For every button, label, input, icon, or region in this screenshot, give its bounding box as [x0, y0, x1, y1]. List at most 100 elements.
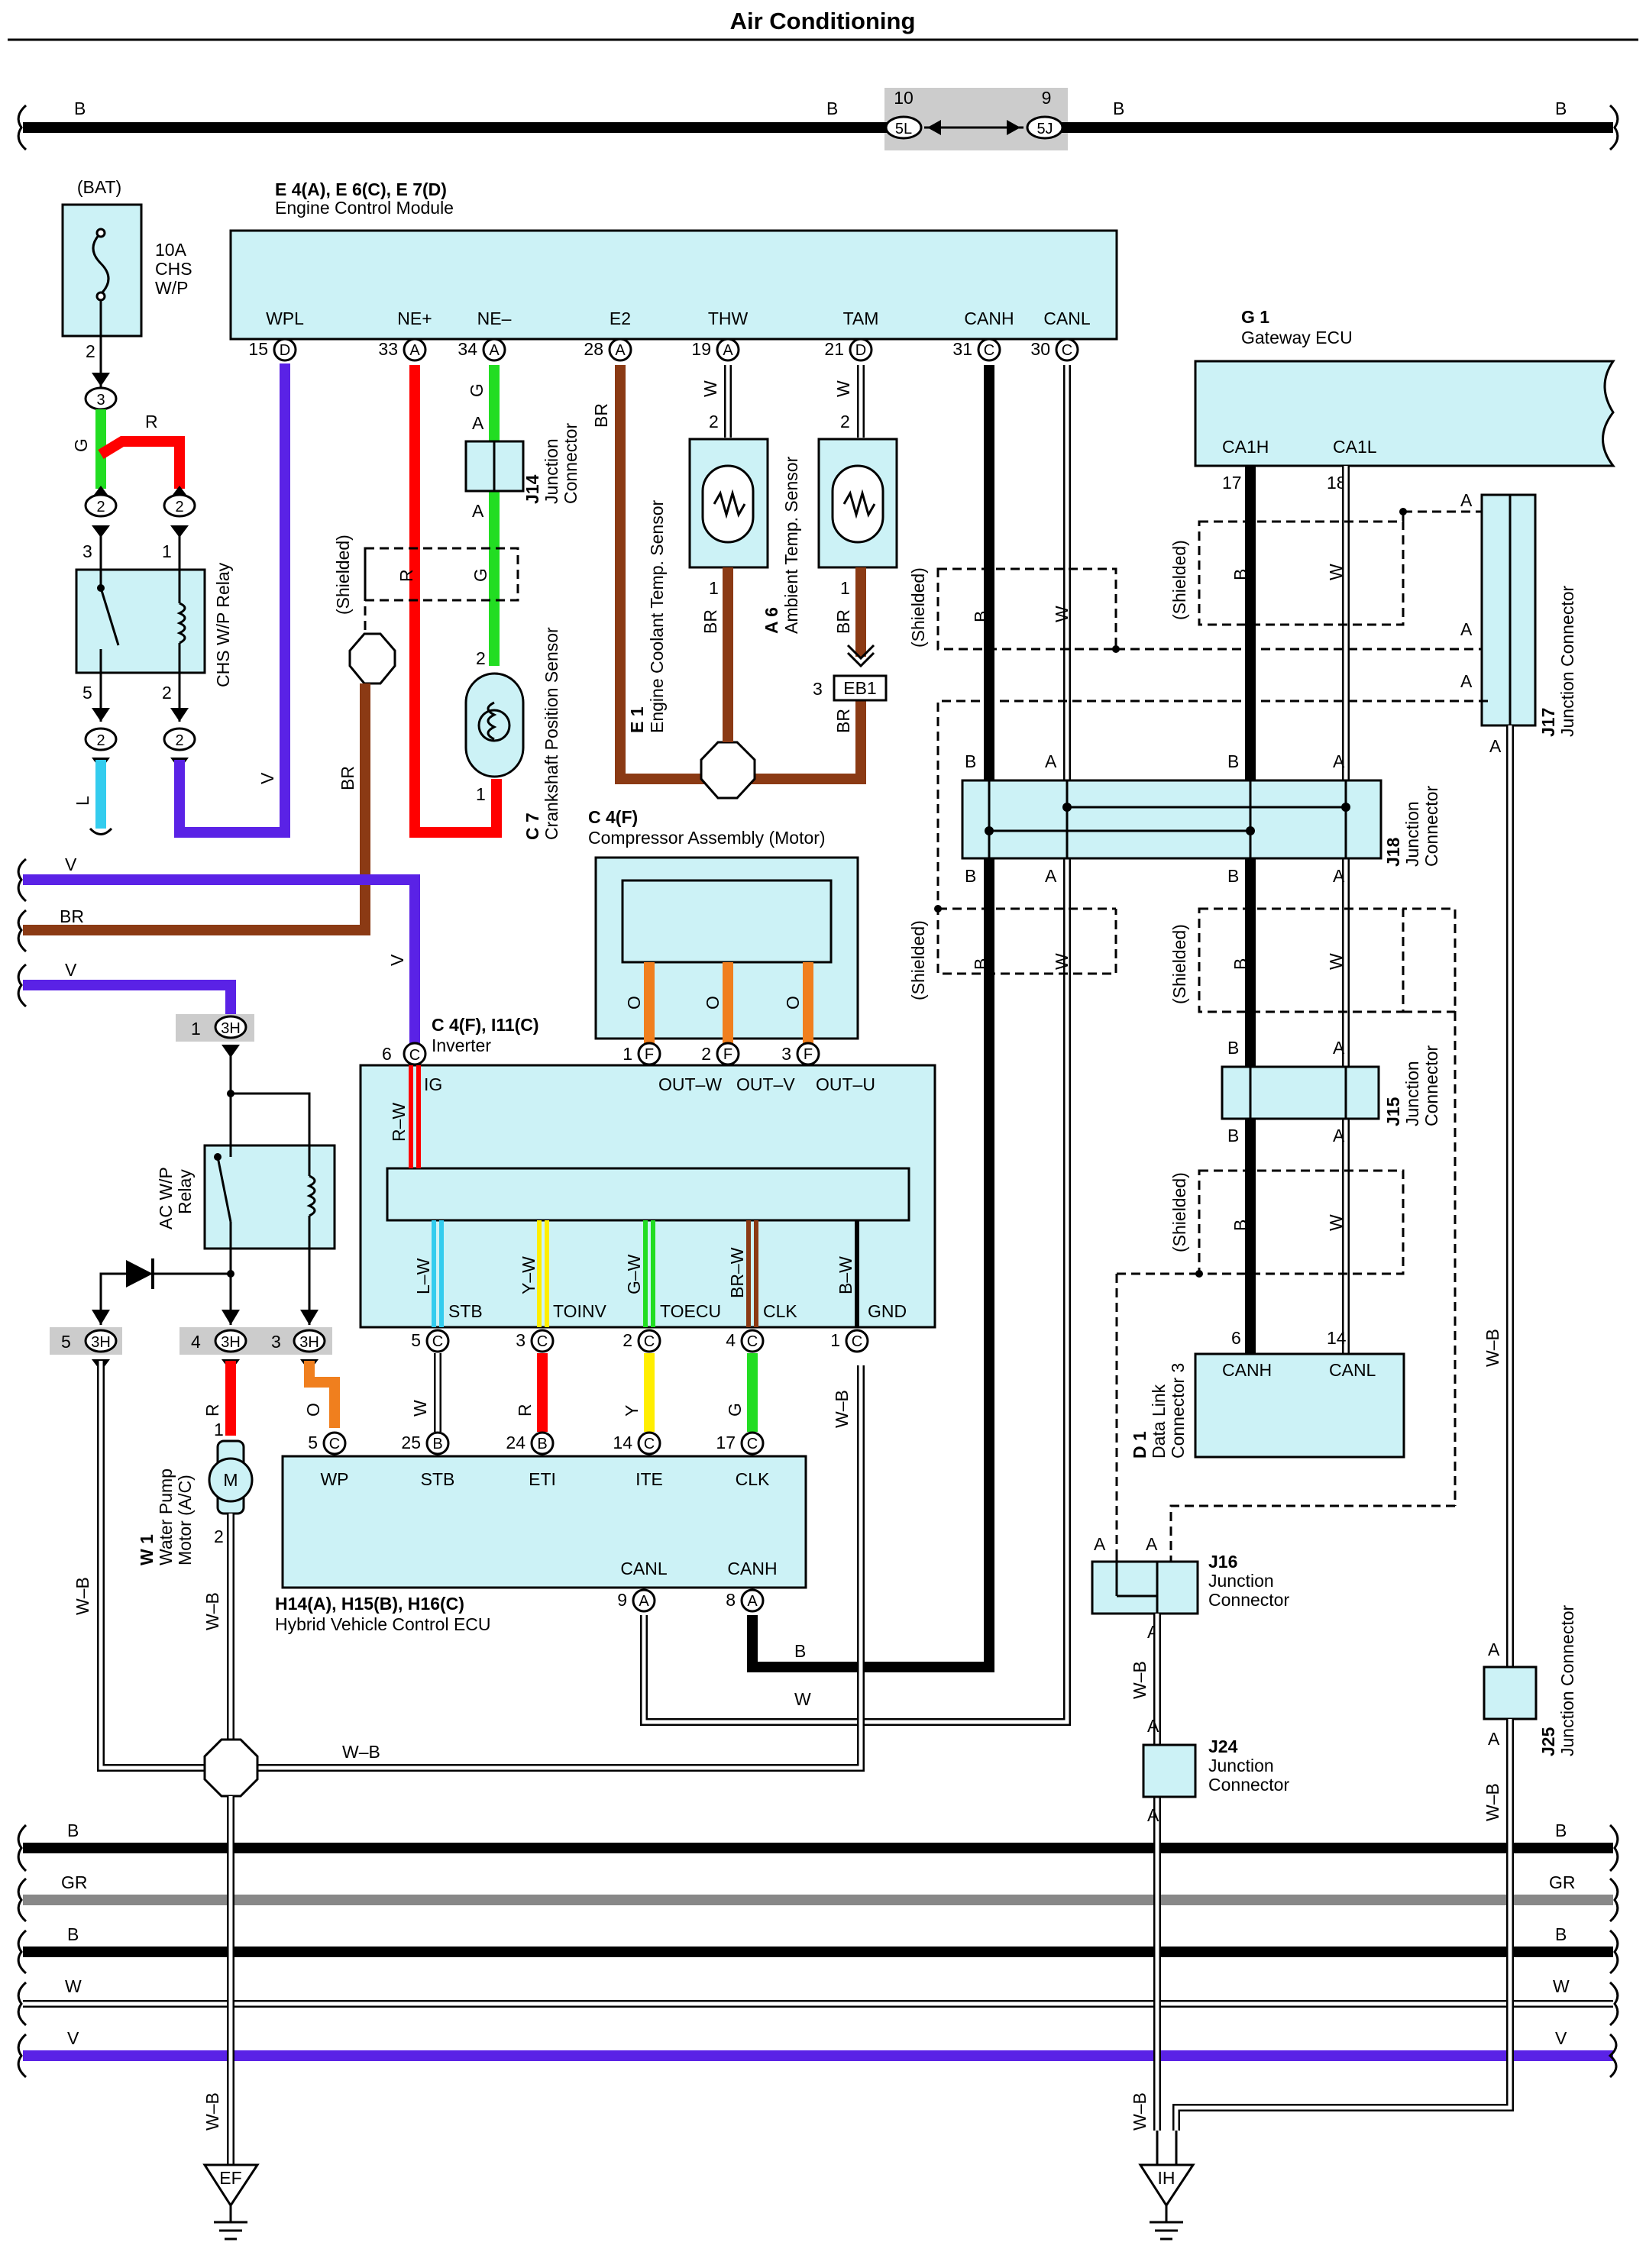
connector-letter: F	[645, 1046, 654, 1063]
ecm-box	[229, 229, 1118, 341]
svg-text:W: W	[1553, 1976, 1570, 1996]
svg-text:(Shielded): (Shielded)	[1169, 1172, 1189, 1252]
svg-text:O: O	[783, 996, 803, 1010]
svg-text:A: A	[1045, 866, 1057, 886]
svg-text:W: W	[1052, 606, 1072, 622]
svg-text:V: V	[387, 954, 407, 966]
terminal-name: TOECU	[660, 1301, 721, 1321]
svg-text:L–W: L–W	[413, 1258, 433, 1294]
svg-text:BR: BR	[833, 609, 853, 634]
svg-text:W 1: W 1	[137, 1534, 157, 1565]
svg-text:3: 3	[271, 1332, 281, 1352]
pin-number: 2	[701, 1044, 711, 1064]
terminal-name: ITE	[635, 1469, 663, 1489]
svg-text:M: M	[223, 1470, 238, 1490]
svg-text:Y: Y	[622, 1405, 642, 1417]
svg-text:W: W	[833, 380, 853, 397]
svg-text:W: W	[1326, 1214, 1346, 1231]
shield-box	[364, 547, 519, 602]
water-pump-motor	[208, 1457, 254, 1503]
svg-text:A: A	[1333, 866, 1345, 886]
svg-text:B: B	[971, 611, 991, 622]
svg-text:Crankshaft Position Sensor: Crankshaft Position Sensor	[542, 627, 561, 840]
terminal-name: NE–	[477, 309, 512, 328]
connector-5j-label: 5J	[1036, 121, 1053, 137]
left-harness: V BR V V	[17, 855, 420, 1054]
svg-text:V: V	[257, 772, 277, 784]
svg-text:Inverter: Inverter	[432, 1035, 491, 1055]
svg-text:3H: 3H	[221, 1334, 241, 1351]
svg-text:BR: BR	[591, 403, 611, 428]
svg-text:CANH: CANH	[1222, 1360, 1272, 1380]
svg-text:W: W	[1052, 953, 1072, 970]
wire-code: G	[71, 438, 91, 452]
crankshaft-position-sensor	[464, 672, 525, 778]
svg-text:W: W	[1326, 953, 1346, 970]
relay-coil-icon	[176, 602, 186, 645]
svg-text:A: A	[1333, 751, 1345, 771]
data-link-connector	[1194, 1352, 1405, 1459]
svg-text:Junction: Junction	[542, 438, 561, 504]
terminal-number: 19	[691, 339, 711, 359]
terminal-number: 1	[830, 1330, 840, 1350]
svg-text:Junction: Junction	[1208, 1571, 1274, 1591]
terminal-name: TOINV	[553, 1301, 607, 1321]
terminal-name: CANL	[620, 1559, 668, 1578]
terminal-name: WPL	[266, 309, 304, 328]
svg-text:A: A	[1460, 671, 1473, 691]
svg-text:(Shielded): (Shielded)	[1169, 924, 1189, 1004]
connector-5l	[884, 115, 923, 140]
svg-text:3H: 3H	[221, 1020, 241, 1037]
svg-text:(Shielded): (Shielded)	[333, 535, 353, 615]
sensor-coil-icon	[487, 701, 497, 741]
relay-switch-icon	[216, 1156, 232, 1223]
connector-5l-label: 5L	[895, 121, 912, 137]
terminal-name: GND	[868, 1301, 907, 1321]
svg-text:1: 1	[840, 578, 850, 598]
svg-text:Relay: Relay	[175, 1169, 195, 1214]
connector-letter: C	[644, 1333, 655, 1350]
svg-text:W: W	[794, 1689, 811, 1709]
svg-text:W: W	[700, 380, 720, 397]
connector-letter: C	[1062, 342, 1072, 359]
connector-5j-pin: 9	[1042, 88, 1052, 108]
terminal-number: 14	[613, 1433, 632, 1452]
terminal-number: 30	[1030, 339, 1050, 359]
terminal-name: CLK	[763, 1301, 797, 1321]
svg-text:Engine Coolant Temp. Sensor: Engine Coolant Temp. Sensor	[647, 500, 667, 733]
svg-text:A: A	[1333, 1038, 1345, 1058]
svg-text:B: B	[67, 1924, 79, 1944]
svg-text:J18: J18	[1383, 837, 1403, 867]
svg-text:W: W	[410, 1400, 430, 1417]
svg-text:1: 1	[709, 578, 719, 598]
gateway-box	[1194, 360, 1616, 467]
svg-text:W: W	[65, 1976, 82, 1996]
svg-text:Connector: Connector	[1208, 1775, 1289, 1795]
connector-letter: A	[409, 342, 420, 359]
ecm-wiring: G A A J14 Junction Connector (Shielded) …	[23, 363, 1071, 1726]
svg-text:Motor (A/C): Motor (A/C)	[175, 1475, 195, 1565]
svg-text:Junction Connector: Junction Connector	[1557, 585, 1577, 737]
svg-text:V: V	[65, 960, 77, 980]
can-bus-right: (Shielded) B W (Shielded) B W A A A A J1…	[908, 466, 1577, 1678]
svg-text:A: A	[1460, 619, 1473, 639]
j24-connector	[1142, 1743, 1197, 1798]
connector-letter: A	[723, 342, 733, 359]
fuse-icon	[92, 231, 110, 296]
svg-text:2: 2	[96, 732, 105, 749]
svg-text:3H: 3H	[91, 1334, 111, 1351]
svg-text:O: O	[303, 1403, 323, 1417]
svg-text:G: G	[471, 568, 490, 582]
svg-text:17: 17	[1222, 473, 1242, 493]
